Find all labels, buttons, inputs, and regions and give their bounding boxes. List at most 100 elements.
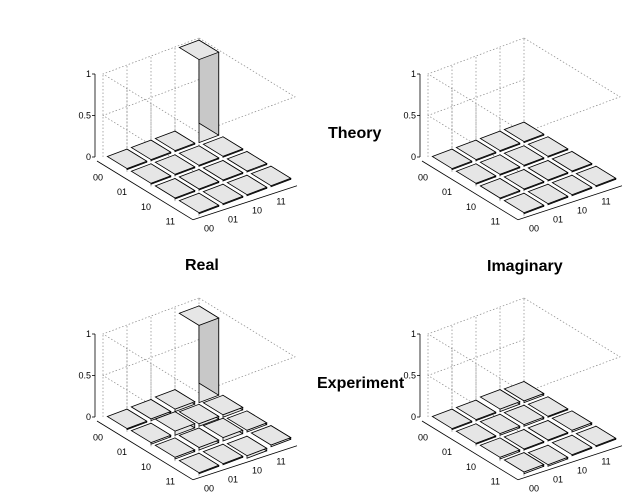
col-tick-label: 00 bbox=[529, 483, 539, 493]
bar-top bbox=[226, 435, 268, 457]
bar bbox=[202, 443, 244, 466]
bar-top bbox=[527, 420, 569, 441]
grid-line bbox=[102, 79, 200, 175]
bar bbox=[154, 388, 196, 413]
bar-top bbox=[503, 429, 545, 450]
bar bbox=[503, 404, 545, 427]
col-axis bbox=[192, 445, 298, 481]
bar-top bbox=[154, 154, 196, 175]
grid-line bbox=[102, 37, 200, 134]
bar-top bbox=[455, 423, 497, 444]
grid-line bbox=[198, 297, 296, 394]
bar bbox=[130, 163, 172, 185]
bar bbox=[503, 380, 545, 404]
bar-top bbox=[527, 183, 569, 205]
bar bbox=[551, 174, 593, 197]
bar bbox=[154, 177, 196, 200]
z-tick-label: 0 bbox=[86, 412, 91, 422]
row-tick-label: 10 bbox=[466, 202, 476, 212]
z-tick-label: 0.5 bbox=[78, 111, 91, 121]
bar-top bbox=[503, 452, 545, 473]
bar-top bbox=[479, 178, 521, 199]
bar bbox=[479, 388, 521, 413]
col-tick-label: 00 bbox=[204, 223, 214, 233]
bar bbox=[202, 159, 244, 182]
z-tick-label: 0.5 bbox=[403, 111, 416, 121]
grid-line bbox=[427, 37, 525, 134]
z-tick-label: 0.5 bbox=[403, 371, 416, 381]
bar bbox=[551, 434, 593, 457]
grid-line bbox=[523, 297, 621, 394]
bar bbox=[154, 154, 196, 176]
bar-top bbox=[431, 148, 473, 170]
theory-label: Theory bbox=[328, 125, 382, 142]
bar bbox=[130, 398, 172, 422]
bar bbox=[431, 408, 473, 431]
bar-top bbox=[575, 165, 617, 187]
bar bbox=[154, 437, 196, 460]
bar bbox=[178, 403, 220, 427]
bar bbox=[479, 437, 521, 460]
bar-top bbox=[202, 417, 244, 439]
col-axis bbox=[517, 445, 623, 481]
bar bbox=[527, 136, 569, 158]
bar bbox=[178, 427, 220, 451]
bar-top bbox=[226, 151, 268, 172]
bar-top bbox=[455, 163, 497, 184]
bar-top bbox=[178, 39, 220, 61]
bar bbox=[226, 410, 268, 433]
bar-top bbox=[527, 136, 569, 157]
row-axis bbox=[421, 420, 519, 481]
col-tick-label: 00 bbox=[529, 223, 539, 233]
bar-top bbox=[551, 410, 593, 431]
bar bbox=[527, 419, 569, 442]
bar-top bbox=[154, 130, 196, 152]
row-tick-label: 00 bbox=[418, 432, 428, 442]
col-axis bbox=[192, 185, 298, 221]
bar bbox=[503, 428, 545, 451]
z-tick-label: 1 bbox=[86, 69, 91, 79]
bar-top bbox=[455, 399, 497, 421]
z-tick-label: 1 bbox=[411, 329, 416, 339]
bar bbox=[178, 168, 220, 191]
grid-line bbox=[523, 37, 621, 134]
bar bbox=[575, 425, 617, 448]
bar bbox=[503, 451, 545, 475]
bar-top bbox=[527, 160, 569, 181]
bar bbox=[479, 154, 521, 176]
bar-top bbox=[202, 160, 244, 181]
bar bbox=[479, 413, 521, 436]
row-tick-label: 00 bbox=[93, 172, 103, 182]
bar-top bbox=[130, 163, 172, 184]
bar bbox=[575, 165, 617, 188]
bar-top bbox=[551, 174, 593, 196]
bar bbox=[527, 396, 569, 418]
bar-top bbox=[503, 381, 545, 402]
bar-top bbox=[178, 192, 220, 214]
col-tick-label: 10 bbox=[577, 205, 587, 215]
col-tick-label: 11 bbox=[601, 196, 610, 206]
grid-line bbox=[102, 339, 200, 435]
bar-top bbox=[575, 425, 617, 447]
bar bbox=[178, 39, 220, 144]
bar bbox=[226, 150, 268, 173]
col-tick-label: 01 bbox=[553, 474, 563, 484]
col-tick-label: 10 bbox=[252, 465, 262, 475]
bar-top bbox=[551, 434, 593, 456]
bar bbox=[527, 159, 569, 182]
col-tick-label: 10 bbox=[252, 205, 262, 215]
z-tick-label: 0.5 bbox=[78, 371, 91, 381]
row-axis bbox=[96, 420, 194, 481]
bar-top bbox=[503, 121, 545, 143]
col-tick-label: 01 bbox=[228, 474, 238, 484]
z-tick-label: 0 bbox=[411, 412, 416, 422]
bar-top bbox=[178, 145, 220, 166]
bar-top bbox=[178, 305, 220, 326]
bar-top bbox=[226, 410, 268, 431]
bar bbox=[479, 177, 521, 200]
bar-top bbox=[479, 389, 521, 410]
bar bbox=[202, 394, 244, 418]
col-tick-label: 10 bbox=[577, 465, 587, 475]
